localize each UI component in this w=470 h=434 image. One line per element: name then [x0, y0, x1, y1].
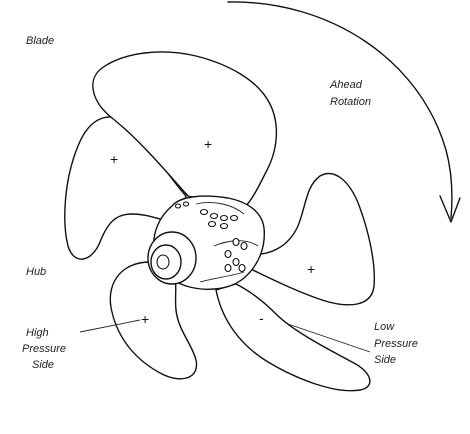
blade-label: Blade [26, 35, 54, 47]
high-pressure-side-label: High Pressure Side [22, 327, 66, 371]
svg-text:High: High [26, 327, 49, 339]
minus-sign-lower-right-blade: - [259, 310, 264, 326]
svg-text:Side: Side [32, 359, 54, 371]
ahead-rotation-label: Ahead Rotation [329, 79, 371, 108]
high-pressure-leader [79, 319, 141, 333]
svg-text:Ahead: Ahead [329, 79, 363, 91]
low-pressure-side-label: Low Pressure Side [374, 321, 418, 366]
svg-text:Pressure: Pressure [374, 338, 418, 350]
plus-sign-left-blade: + [110, 151, 118, 167]
plus-sign-lower-left-blade: + [141, 311, 149, 327]
svg-text:Side: Side [374, 354, 396, 366]
blade-top [92, 51, 278, 209]
svg-text:Low: Low [374, 321, 395, 333]
svg-text:Pressure: Pressure [22, 343, 66, 355]
plus-sign-top-blade: + [204, 136, 212, 152]
blade-lower-left [109, 261, 198, 380]
blade-lower-right [215, 283, 371, 392]
hub [147, 195, 265, 290]
svg-text:Rotation: Rotation [330, 96, 371, 108]
hub-label: Hub [26, 266, 46, 278]
low-pressure-leader [287, 323, 371, 353]
plus-sign-right-blade: + [307, 261, 315, 277]
ahead-rotation-arrow [227, 1, 461, 223]
blade-right [239, 172, 376, 306]
